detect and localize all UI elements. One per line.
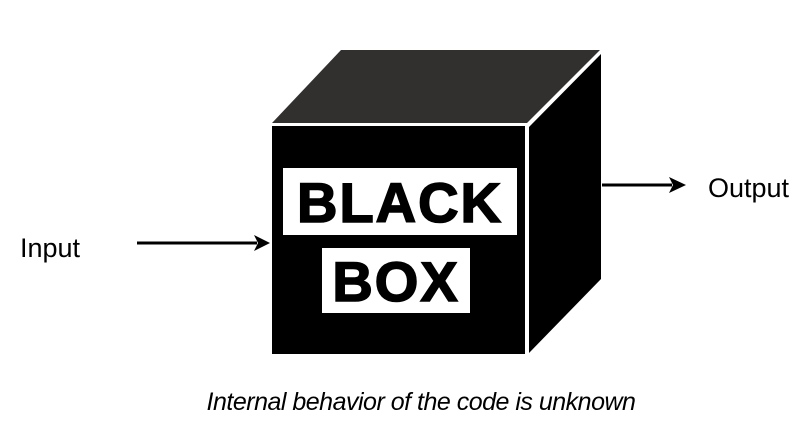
- box-top-face: [272, 50, 600, 123]
- input-arrow: [137, 235, 270, 251]
- output-arrow-head: [669, 177, 686, 193]
- box-label-line2: BOX: [332, 250, 459, 313]
- black-label-bar: [283, 168, 517, 235]
- box-label: BLACK BOX: [283, 168, 517, 314]
- input-arrow-head: [254, 235, 270, 251]
- output-label: Output: [708, 173, 790, 203]
- caption: Internal behavior of the code is unknown: [207, 388, 636, 416]
- input-label: Input: [20, 233, 81, 263]
- box-front-face: [272, 126, 525, 354]
- output-arrow: [602, 177, 686, 193]
- box-3d: [272, 50, 601, 354]
- box-label-line1: BLACK: [297, 171, 503, 234]
- box-right-face: [529, 54, 601, 353]
- box-label-bar2: [322, 248, 470, 313]
